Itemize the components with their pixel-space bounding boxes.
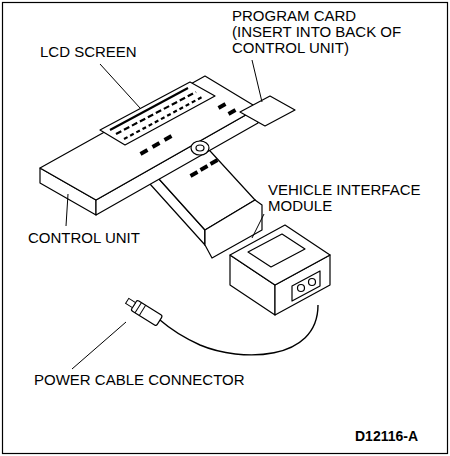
leader-lines bbox=[66, 60, 264, 369]
joystick bbox=[191, 141, 209, 155]
part-label: CONTROL UNIT bbox=[28, 230, 140, 246]
segment bbox=[110, 88, 188, 130]
part-label: VEHICLE INTERFACE MODULE bbox=[268, 182, 443, 214]
lcd-screen bbox=[100, 82, 215, 145]
segment bbox=[116, 92, 196, 134]
leader-line bbox=[72, 322, 126, 369]
vim-socket bbox=[298, 285, 305, 292]
plug-tip bbox=[126, 298, 136, 307]
button bbox=[152, 141, 161, 148]
vim-display bbox=[248, 234, 305, 267]
power-cable bbox=[124, 296, 318, 355]
buttons bbox=[140, 102, 237, 177]
plug-body bbox=[131, 300, 163, 326]
button bbox=[164, 134, 173, 141]
plug-ridge bbox=[139, 305, 145, 315]
plug bbox=[124, 296, 163, 326]
plug-ridge bbox=[135, 303, 141, 313]
button bbox=[210, 158, 219, 165]
button bbox=[140, 148, 149, 155]
lcd-segments bbox=[110, 88, 204, 139]
leader-line bbox=[252, 214, 264, 238]
part-label: POWER CABLE CONNECTOR bbox=[34, 372, 245, 388]
part-label: PROGRAM CARD (INSERT INTO BACK OF CONTRO… bbox=[232, 8, 404, 56]
button bbox=[228, 108, 237, 115]
head-top bbox=[40, 76, 258, 200]
cable bbox=[160, 305, 318, 355]
leader-line bbox=[100, 64, 140, 108]
button bbox=[190, 170, 199, 177]
button bbox=[218, 102, 227, 109]
joystick-center bbox=[196, 145, 204, 151]
leader-line bbox=[252, 60, 262, 102]
segment bbox=[124, 96, 204, 139]
vehicle-interface-module bbox=[230, 225, 330, 315]
frame bbox=[3, 3, 448, 454]
button bbox=[200, 164, 209, 171]
part-label: LCD SCREEN bbox=[40, 44, 137, 60]
program-card bbox=[240, 96, 295, 126]
vim-panel bbox=[292, 271, 320, 301]
figure-number: D12116-A bbox=[355, 428, 418, 444]
vim-socket bbox=[309, 279, 316, 286]
leader-line bbox=[66, 194, 68, 226]
